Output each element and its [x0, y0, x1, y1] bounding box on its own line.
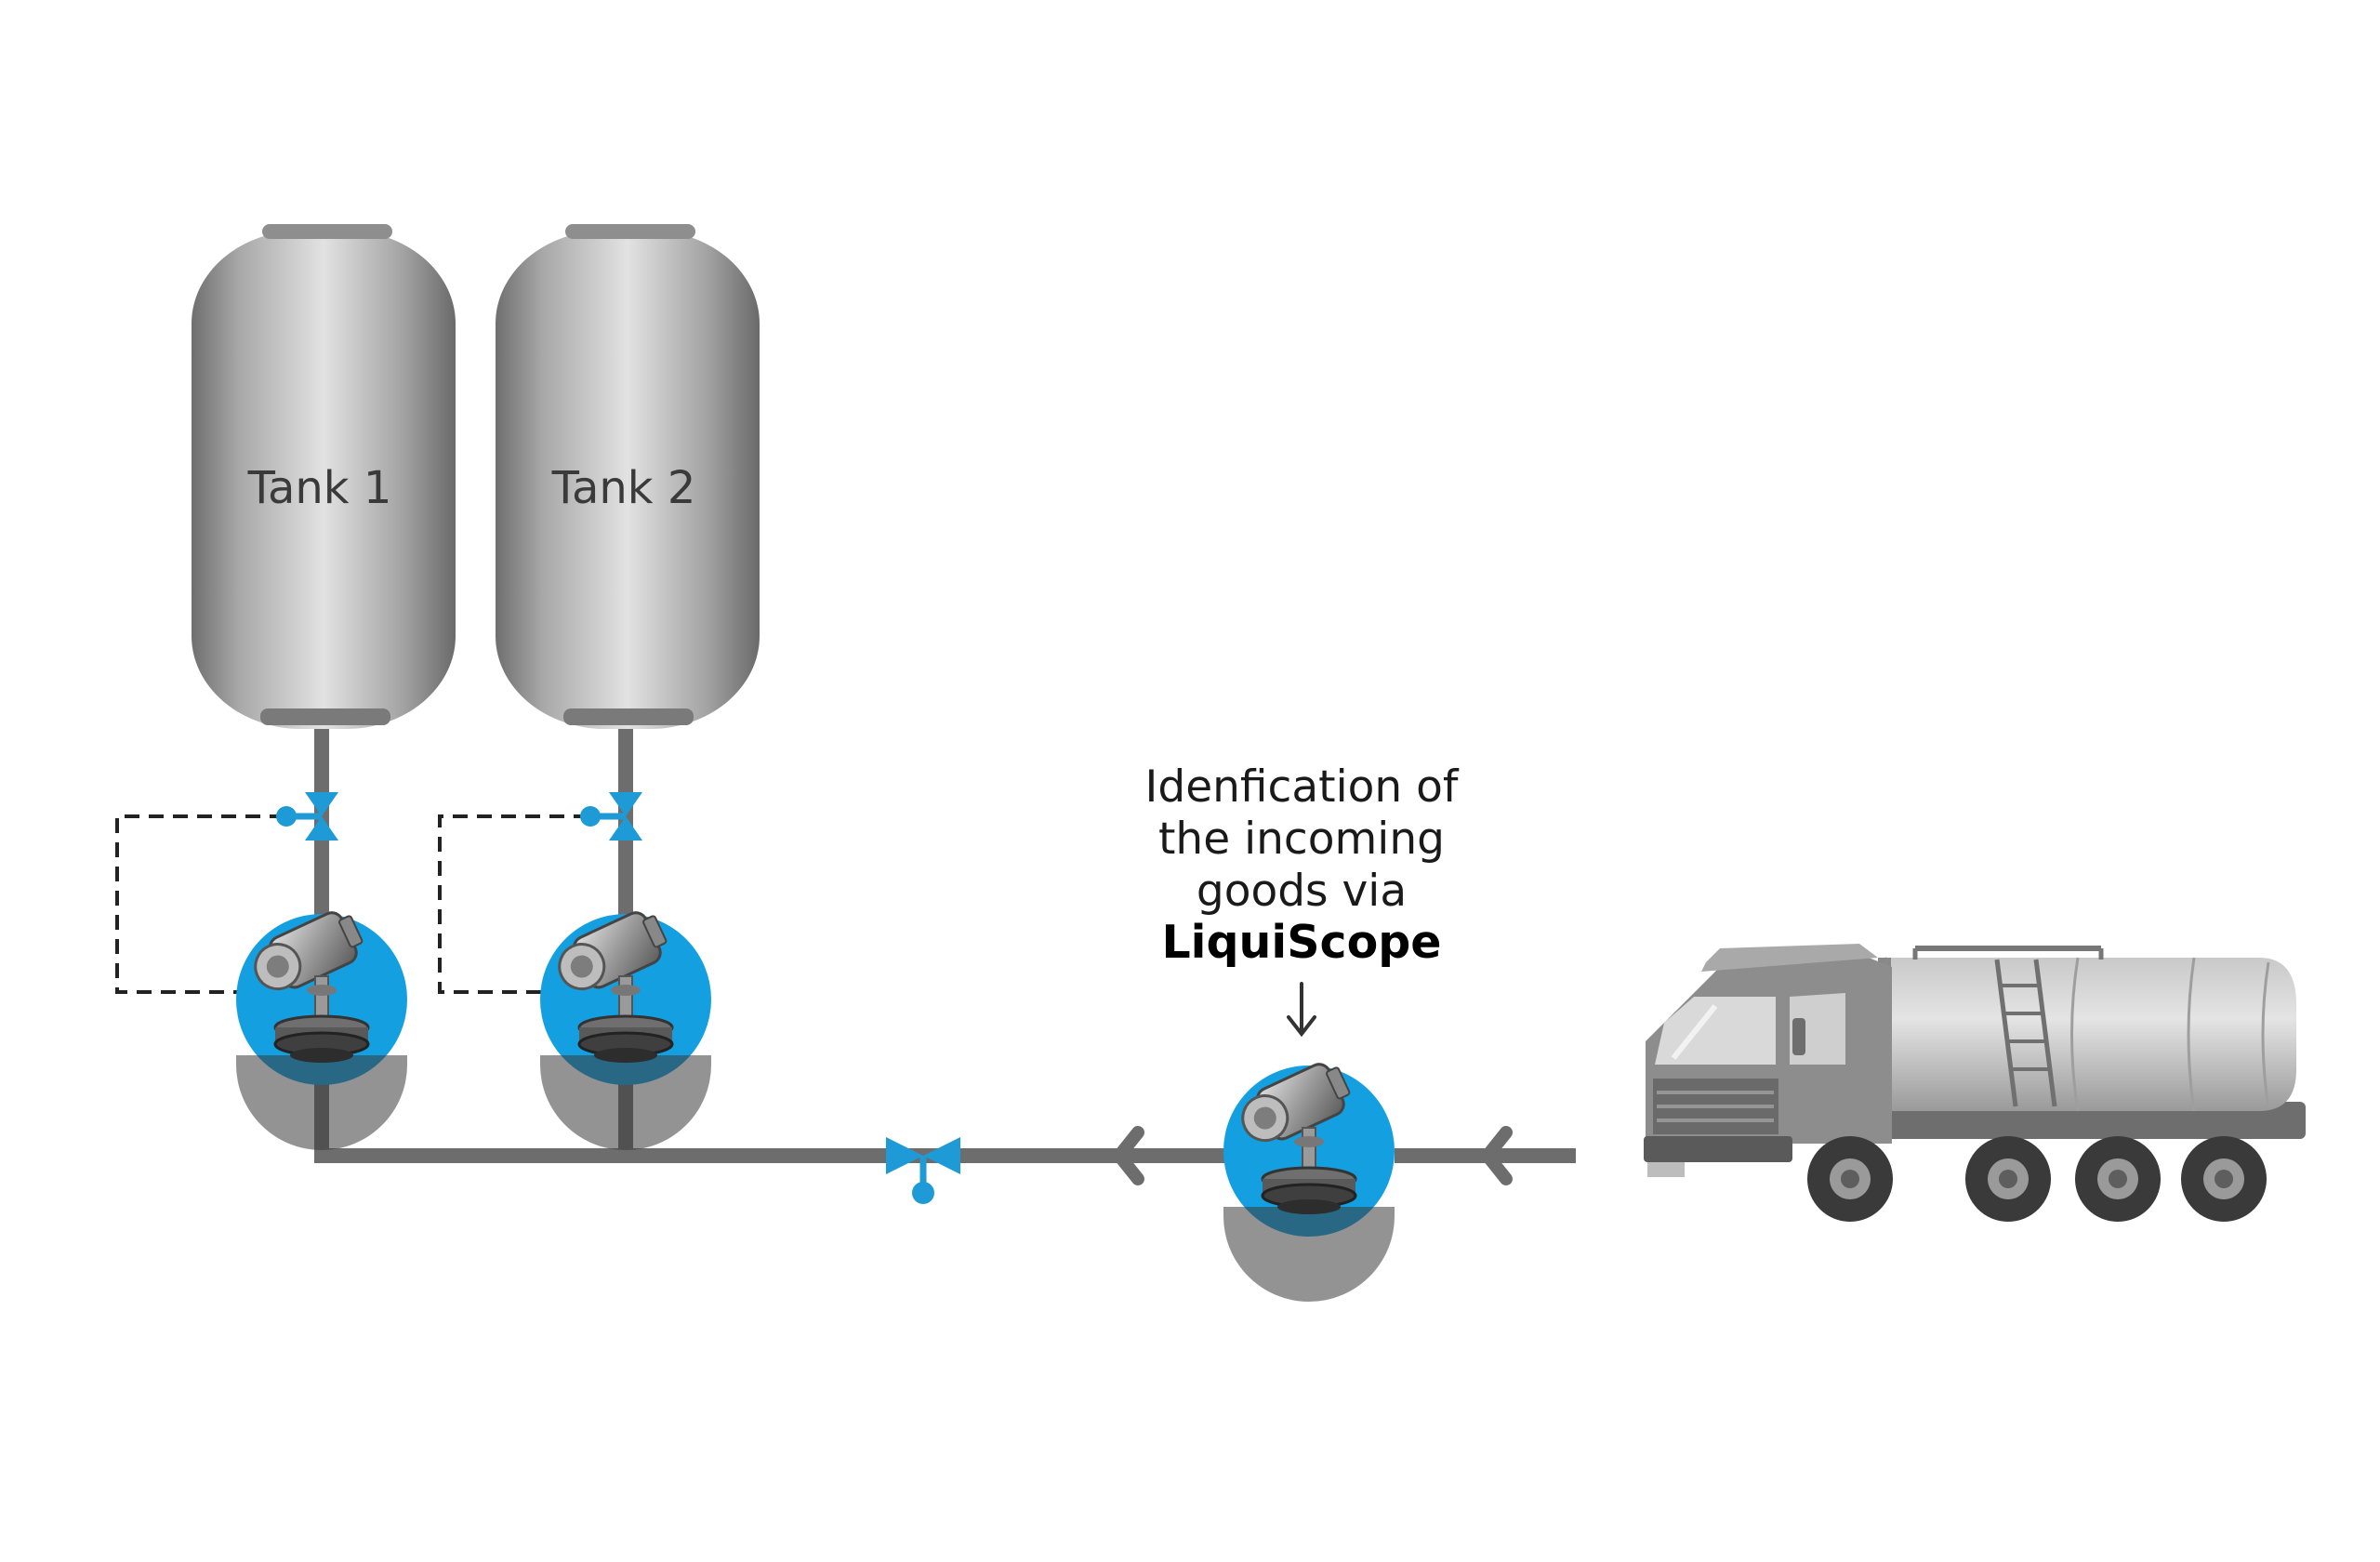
- annotation-line-1: Idenfication of: [1145, 761, 1460, 813]
- liquiscope-sensor-icon: [234, 904, 409, 1152]
- control-loops: [115, 814, 588, 994]
- tank-2-label: Tank 2: [551, 462, 696, 514]
- flow-arrow-icon: [1111, 1126, 1144, 1185]
- tank-1: Tank 1: [192, 224, 456, 729]
- liquiscope-sensor-icon: [538, 904, 713, 1152]
- control-loop-tank-1: [115, 814, 284, 994]
- annotation-line-3: goods via: [1197, 866, 1407, 917]
- tank-1-label: Tank 1: [247, 462, 392, 514]
- tanker-truck-icon: [1644, 944, 2306, 1222]
- annotation: Idenfication of the incoming goods via L…: [1145, 761, 1460, 1038]
- tank-2: Tank 2: [496, 224, 760, 729]
- annotation-product-name: LiquiScope: [1161, 916, 1441, 969]
- valve-icon[interactable]: [886, 1137, 960, 1204]
- liquiscope-sensor-icon: [1222, 1055, 1396, 1304]
- annotation-line-2: the incoming: [1158, 814, 1445, 865]
- control-loop-tank-2: [438, 814, 588, 994]
- flow-arrow-icon: [1479, 1126, 1513, 1185]
- arrow-down-icon: [1287, 982, 1316, 1038]
